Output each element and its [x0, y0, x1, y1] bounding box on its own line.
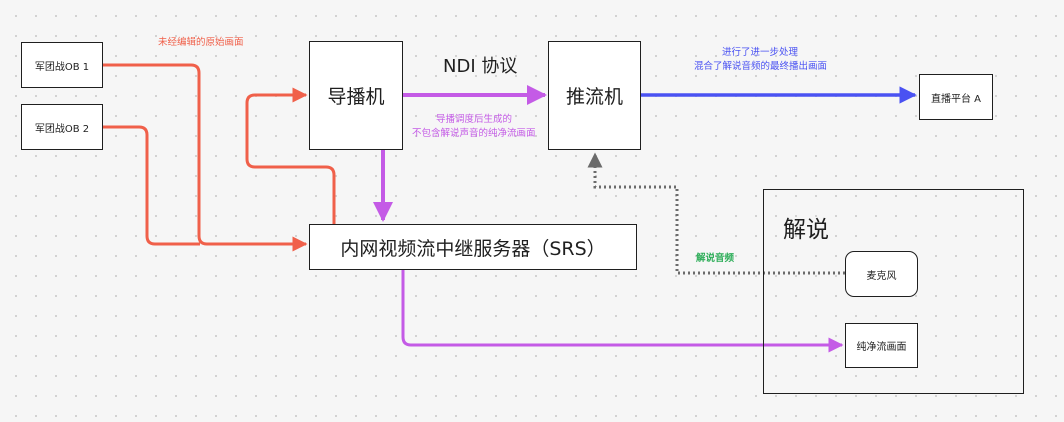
final-mix-desc-line2: 混合了解说音频的最终播出画面 [694, 61, 828, 72]
edge-relay-to-clean-feed [401, 270, 844, 353]
edge-ob1-to-relay [103, 63, 308, 252]
clean-feed-desc-line1: 导播调度后生成的 [436, 114, 513, 125]
clean-feed-label: 纯净流画面 [856, 342, 907, 353]
commentary-group-title: 解说 [783, 217, 829, 243]
clean-feed-desc-line2: 不包含解说声音的纯净流画面 [412, 128, 536, 139]
final-mix-desc-line1: 进行了进一步处理 [722, 47, 799, 58]
mic-node[interactable]: 麦克风 [845, 251, 918, 297]
streamer-node[interactable]: 推流机 [548, 41, 641, 150]
commentary-group-frame [763, 189, 1024, 394]
ob1-node[interactable]: 军团战OB 1 [21, 42, 103, 88]
platform-node[interactable]: 直播平台 A [919, 74, 993, 120]
clean-feed-node[interactable]: 纯净流画面 [845, 323, 918, 368]
platform-label: 直播平台 A [930, 93, 982, 105]
relay-server-node[interactable]: 内网视频流中继服务器（SRS） [309, 224, 637, 270]
raw-feed-label: 未经编辑的原始画面 [158, 37, 244, 48]
ob2-label: 军团战OB 2 [34, 123, 90, 135]
commentary-audio-label: 解说音频 [696, 253, 735, 264]
ndi-protocol-label: NDI 协议 [443, 56, 518, 77]
edge-mic-to-streamer [587, 152, 845, 275]
ob2-node[interactable]: 军团战OB 2 [21, 104, 103, 150]
mic-label: 麦克风 [866, 270, 897, 282]
edge-ob2-to-relay [103, 125, 200, 246]
director-label: 导播机 [327, 86, 385, 108]
streamer-label: 推流机 [565, 86, 623, 108]
relay-server-label: 内网视频流中继服务器（SRS） [340, 237, 606, 260]
ob1-label: 军团战OB 1 [34, 61, 90, 73]
edge-relay-to-director [245, 87, 336, 224]
director-node[interactable]: 导播机 [309, 41, 403, 150]
